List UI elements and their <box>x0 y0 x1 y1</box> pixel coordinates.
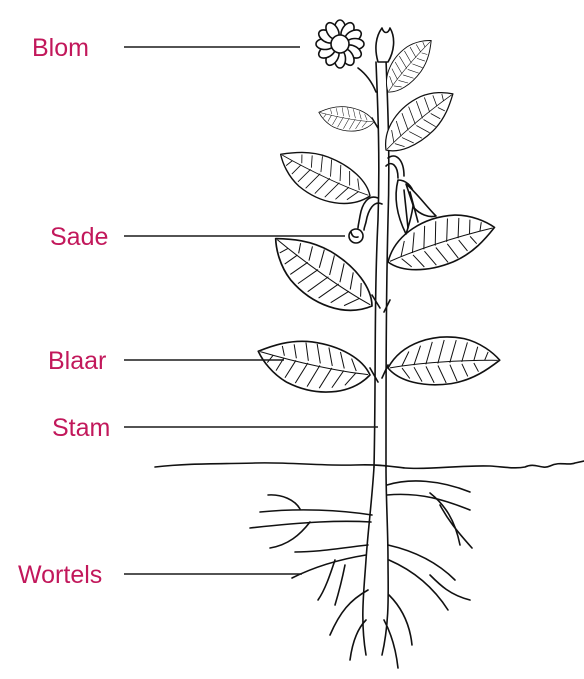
flower-bud <box>376 28 394 62</box>
leaf-lower-right <box>386 333 501 388</box>
label-stem: Stam <box>52 414 110 442</box>
leaf-lower-left <box>253 331 375 402</box>
leaf-upper-left <box>271 138 378 217</box>
label-leaf: Blaar <box>48 347 106 375</box>
leaf-upper-right <box>372 78 463 162</box>
flower <box>316 20 376 92</box>
roots <box>250 467 472 668</box>
leaf-small-left <box>317 102 376 135</box>
leaf-middle-left <box>259 221 384 329</box>
ground-line <box>155 461 584 468</box>
label-roots: Wortels <box>18 561 102 589</box>
label-flower: Blom <box>32 34 89 62</box>
label-seed: Sade <box>50 223 108 251</box>
